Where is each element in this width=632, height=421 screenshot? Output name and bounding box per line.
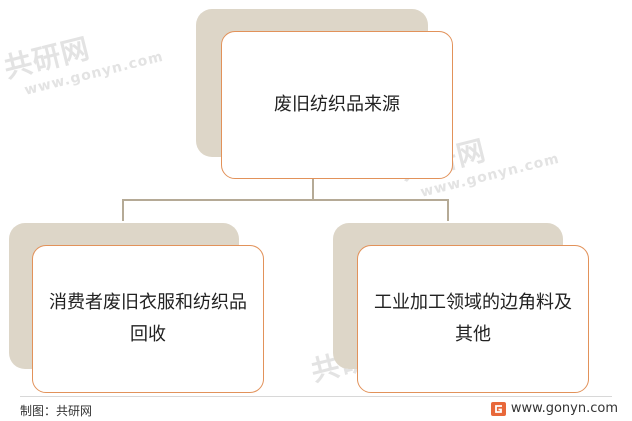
watermark-brand: 共研网 [0,31,94,85]
gonyn-logo-icon [490,401,506,416]
site-credit: www.gonyn.com [490,401,618,416]
root-node-label: 废旧纺织品来源 [274,94,400,115]
connector-root-down [312,178,314,200]
connector-left-down [122,199,124,221]
left-node-label: 消费者废旧衣服和纺织品回收 [49,292,247,345]
left-node: 消费者废旧衣服和纺织品回收 [32,245,264,393]
right-node: 工业加工领域的边角料及其他 [357,245,589,393]
footer-divider [20,396,612,397]
site-url: www.gonyn.com [510,401,618,416]
connector-right-down [447,199,449,221]
chart-source: 制图：共研网 [20,404,93,418]
root-node: 废旧纺织品来源 [221,31,453,179]
connector-horizontal [122,199,448,201]
watermark: 共研网 www.gonyn.com [0,10,165,102]
right-node-label: 工业加工领域的边角料及其他 [374,292,572,345]
watermark-url: www.gonyn.com [22,48,166,99]
